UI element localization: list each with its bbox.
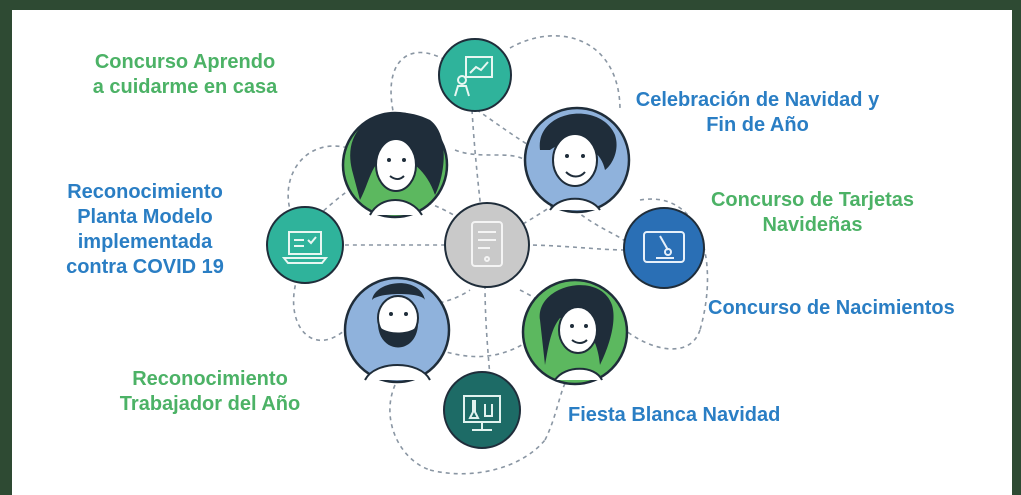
presentation-node	[438, 38, 512, 112]
label-navidad-line1: Celebración de Navidad y	[635, 89, 880, 111]
label-tarjetas-line1: Concurso de Tarjetas	[710, 189, 915, 211]
presentation-chart-icon	[454, 56, 493, 97]
label-fiesta-blanca: Fiesta Blanca Navidad	[568, 403, 848, 428]
label-trabajador-line1: Reconocimiento	[132, 368, 288, 390]
label-aprendo-line2: a cuidarme en casa	[92, 76, 278, 98]
lab-monitor-icon	[463, 395, 501, 431]
avatar-bearded-man-blue	[343, 276, 451, 384]
laptop-node	[266, 206, 344, 284]
center-node	[444, 202, 530, 288]
microscope-tablet-icon	[643, 231, 685, 263]
label-concurso-aprendo: Concurso Aprendo a cuidarme en casa	[60, 50, 310, 100]
label-reconocimiento-planta: Reconocimiento Planta Modelo implementad…	[30, 180, 260, 280]
label-aprendo-line1: Concurso Aprendo	[94, 51, 276, 73]
label-fiesta-text: Fiesta Blanca Navidad	[568, 404, 781, 426]
label-planta-line1: Reconocimiento	[67, 181, 223, 203]
label-planta-line2: Planta Modelo	[77, 206, 213, 228]
laptop-checklist-icon	[281, 231, 329, 264]
label-concurso-nacimientos: Concurso de Nacimientos	[708, 296, 1008, 321]
label-planta-line4: contra COVID 19	[66, 256, 224, 278]
avatar-woman-green-bottom	[521, 278, 629, 386]
microscope-node	[623, 207, 705, 289]
label-planta-line3: implementada	[77, 231, 213, 253]
label-trabajador-line2: Trabajador del Año	[119, 393, 301, 415]
label-navidad-line2: Fin de Año	[706, 114, 809, 136]
tablet-document-icon	[471, 221, 503, 267]
label-nacimientos-text: Concurso de Nacimientos	[708, 297, 955, 319]
label-celebracion-navidad: Celebración de Navidad y Fin de Año	[605, 88, 910, 138]
label-reconocimiento-trabajador: Reconocimiento Trabajador del Año	[95, 367, 325, 417]
avatar-man-lightblue	[523, 106, 631, 214]
lab-node	[443, 371, 521, 449]
label-concurso-tarjetas: Concurso de Tarjetas Navideñas	[680, 188, 945, 238]
avatar-woman-green	[341, 111, 449, 219]
label-tarjetas-line2: Navideñas	[762, 214, 863, 236]
